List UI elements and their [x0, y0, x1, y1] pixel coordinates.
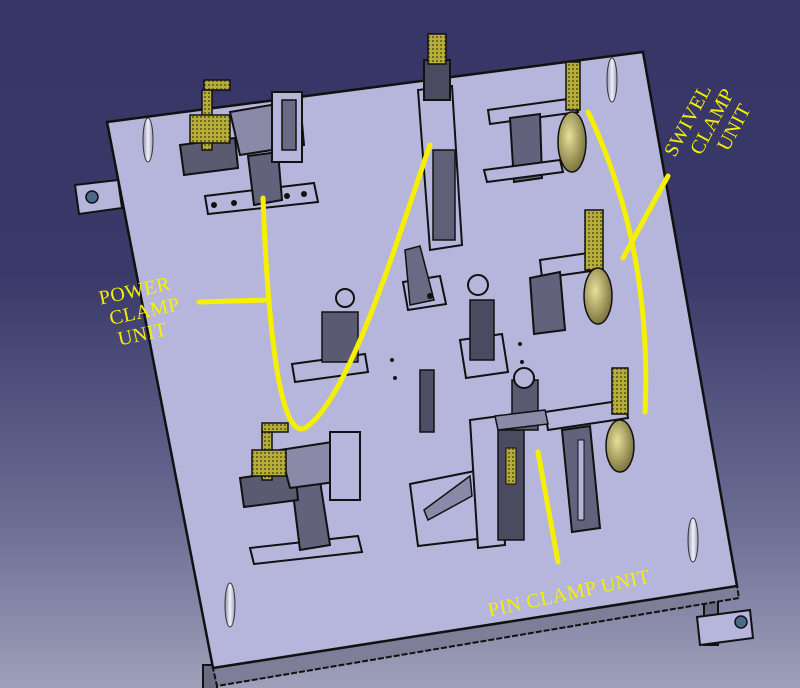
swivel-clamp-unit-middle [528, 209, 613, 336]
swivel-clamp-leader [585, 109, 649, 415]
pin-clamp-unit [408, 367, 549, 550]
mounting-foot-left [73, 178, 124, 216]
annotation-lines [196, 109, 671, 565]
pin-clamp-pointer [535, 449, 561, 565]
locating-slots [142, 57, 699, 628]
mounting-foot-bottom-right [695, 589, 755, 647]
power-clamp-unit-top [178, 79, 320, 216]
pin-post-top-center [416, 33, 464, 252]
swivel-clamp-unit-top [482, 61, 587, 184]
power-clamp-leader [260, 142, 433, 432]
center-brackets [390, 245, 524, 433]
power-clamp-pointer [196, 297, 271, 305]
swivel-clamp-unit-bottom [543, 367, 635, 534]
power-clamp-unit-bottom [238, 422, 364, 566]
swivel-clamp-pointer [620, 173, 671, 261]
